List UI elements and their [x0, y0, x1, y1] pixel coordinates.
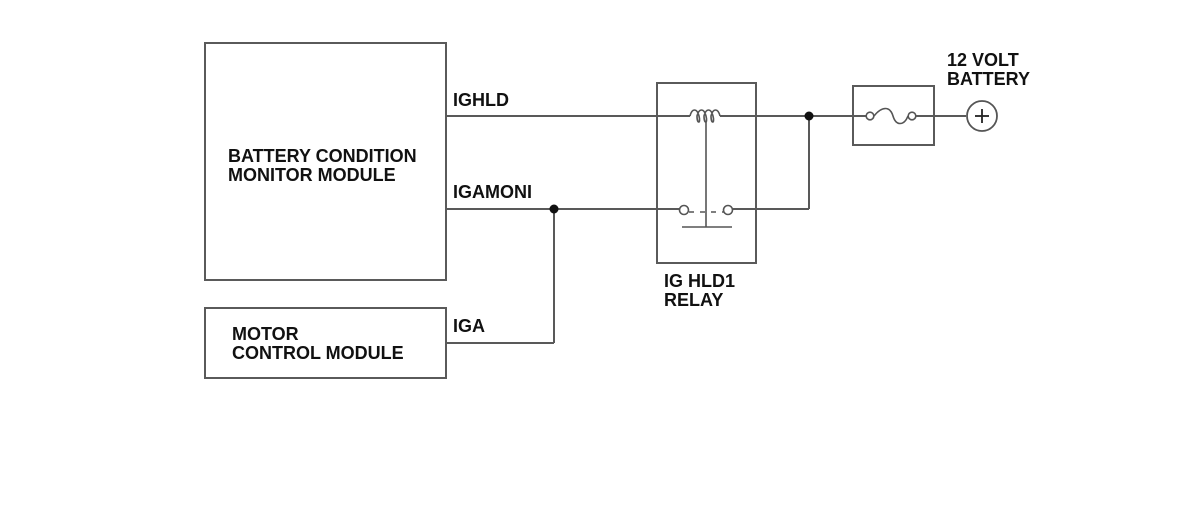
signal-label-igamoni: IGAMONI: [453, 182, 532, 202]
bcm-label-line2: MONITOR MODULE: [228, 165, 396, 185]
relay-coil-icon: [689, 109, 721, 123]
battery-terminal-icon: [966, 100, 998, 132]
battery-condition-monitor-module-box: [204, 42, 447, 281]
mcm-label-line1: MOTOR: [232, 324, 299, 344]
junction-dot-left: [549, 204, 559, 214]
battery-label-line2: BATTERY: [947, 69, 1030, 89]
relay-label-line1: IG HLD1: [664, 271, 735, 291]
relay-contact-left-icon: [678, 204, 690, 216]
junction-dot-right: [804, 111, 814, 121]
signal-label-ighld: IGHLD: [453, 90, 509, 110]
motor-control-module-box: [204, 307, 447, 379]
ig-hld1-relay-box: [656, 82, 757, 264]
fuse-terminal-right-icon: [907, 111, 917, 121]
relay-contact-right-icon: [722, 204, 734, 216]
battery-label-line1: 12 VOLT: [947, 50, 1019, 70]
bcm-label-line1: BATTERY CONDITION: [228, 146, 417, 166]
fuse-terminal-left-icon: [865, 111, 875, 121]
fuse-element-icon: [873, 107, 909, 125]
relay-label-line2: RELAY: [664, 290, 723, 310]
signal-label-iga: IGA: [453, 316, 485, 336]
mcm-label-line2: CONTROL MODULE: [232, 343, 404, 363]
